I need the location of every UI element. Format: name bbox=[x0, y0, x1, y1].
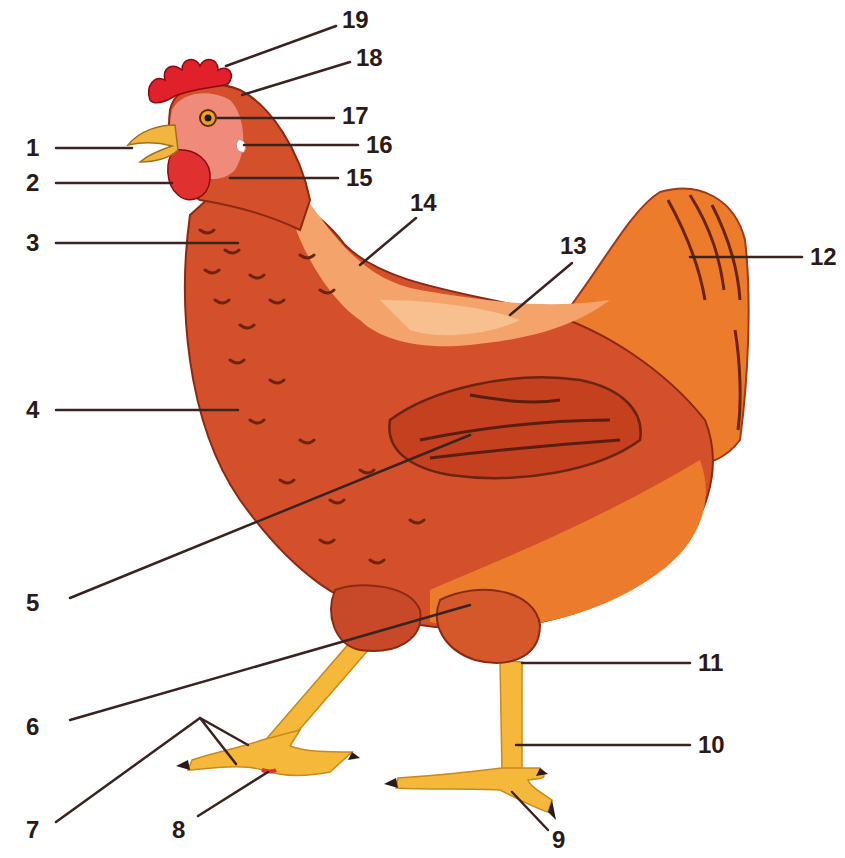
leader-line bbox=[522, 662, 690, 665]
callout-number: 17 bbox=[342, 104, 369, 128]
callout-number: 18 bbox=[356, 46, 383, 70]
callout-number: 12 bbox=[810, 245, 837, 269]
leader-line bbox=[70, 605, 470, 720]
claw bbox=[548, 800, 556, 820]
callout-number: 10 bbox=[698, 733, 725, 757]
claw bbox=[536, 768, 548, 776]
callout-number: 7 bbox=[26, 818, 39, 842]
body bbox=[185, 187, 713, 629]
callout-number: 3 bbox=[26, 231, 39, 255]
leader-line bbox=[56, 182, 172, 185]
pupil bbox=[205, 115, 212, 122]
callout-number: 4 bbox=[26, 398, 39, 422]
right-thigh bbox=[437, 590, 540, 663]
wing-feather-lines bbox=[420, 395, 620, 458]
leader-line bbox=[516, 744, 690, 747]
leader-line bbox=[242, 62, 350, 95]
leader-line bbox=[56, 409, 238, 412]
wattle bbox=[168, 150, 210, 200]
callout-number: 16 bbox=[366, 133, 393, 157]
callout-number: 14 bbox=[410, 191, 437, 215]
leader-line bbox=[56, 718, 248, 822]
claw bbox=[176, 760, 190, 770]
breast-feather-marks bbox=[200, 215, 424, 563]
leader-line bbox=[690, 256, 802, 259]
leader-line bbox=[512, 792, 548, 830]
beak bbox=[128, 125, 178, 162]
callout-number: 5 bbox=[26, 591, 39, 615]
leader-line bbox=[360, 218, 416, 265]
claw bbox=[348, 752, 360, 760]
legs bbox=[188, 640, 552, 812]
claws bbox=[176, 752, 556, 820]
comb bbox=[149, 60, 232, 103]
leader-line bbox=[510, 263, 572, 315]
claw bbox=[384, 778, 398, 788]
callout-number: 15 bbox=[346, 166, 373, 190]
leader-line bbox=[70, 435, 470, 598]
callout-number: 19 bbox=[342, 8, 369, 32]
right-leg bbox=[500, 660, 522, 772]
callout-number: 13 bbox=[560, 234, 587, 258]
eye bbox=[200, 110, 216, 126]
callout-number: 6 bbox=[26, 715, 39, 739]
leader-lines bbox=[56, 26, 802, 830]
callout-number: 1 bbox=[26, 136, 39, 160]
leader-line bbox=[226, 26, 336, 66]
leader-line bbox=[218, 117, 334, 120]
back-highlight bbox=[290, 190, 610, 346]
callout-number: 9 bbox=[552, 828, 565, 852]
left-foot bbox=[188, 730, 352, 776]
leader-line bbox=[198, 772, 268, 816]
leader-line bbox=[56, 147, 132, 150]
callout-number: 11 bbox=[698, 651, 723, 675]
callout-number: 8 bbox=[172, 818, 185, 842]
right-foot bbox=[396, 768, 552, 812]
callout-number: 2 bbox=[26, 171, 39, 195]
wing bbox=[389, 377, 640, 478]
leader-line bbox=[244, 144, 358, 147]
back-highlight-light bbox=[380, 300, 520, 335]
leader-line bbox=[230, 177, 338, 180]
leader-line bbox=[56, 242, 238, 245]
